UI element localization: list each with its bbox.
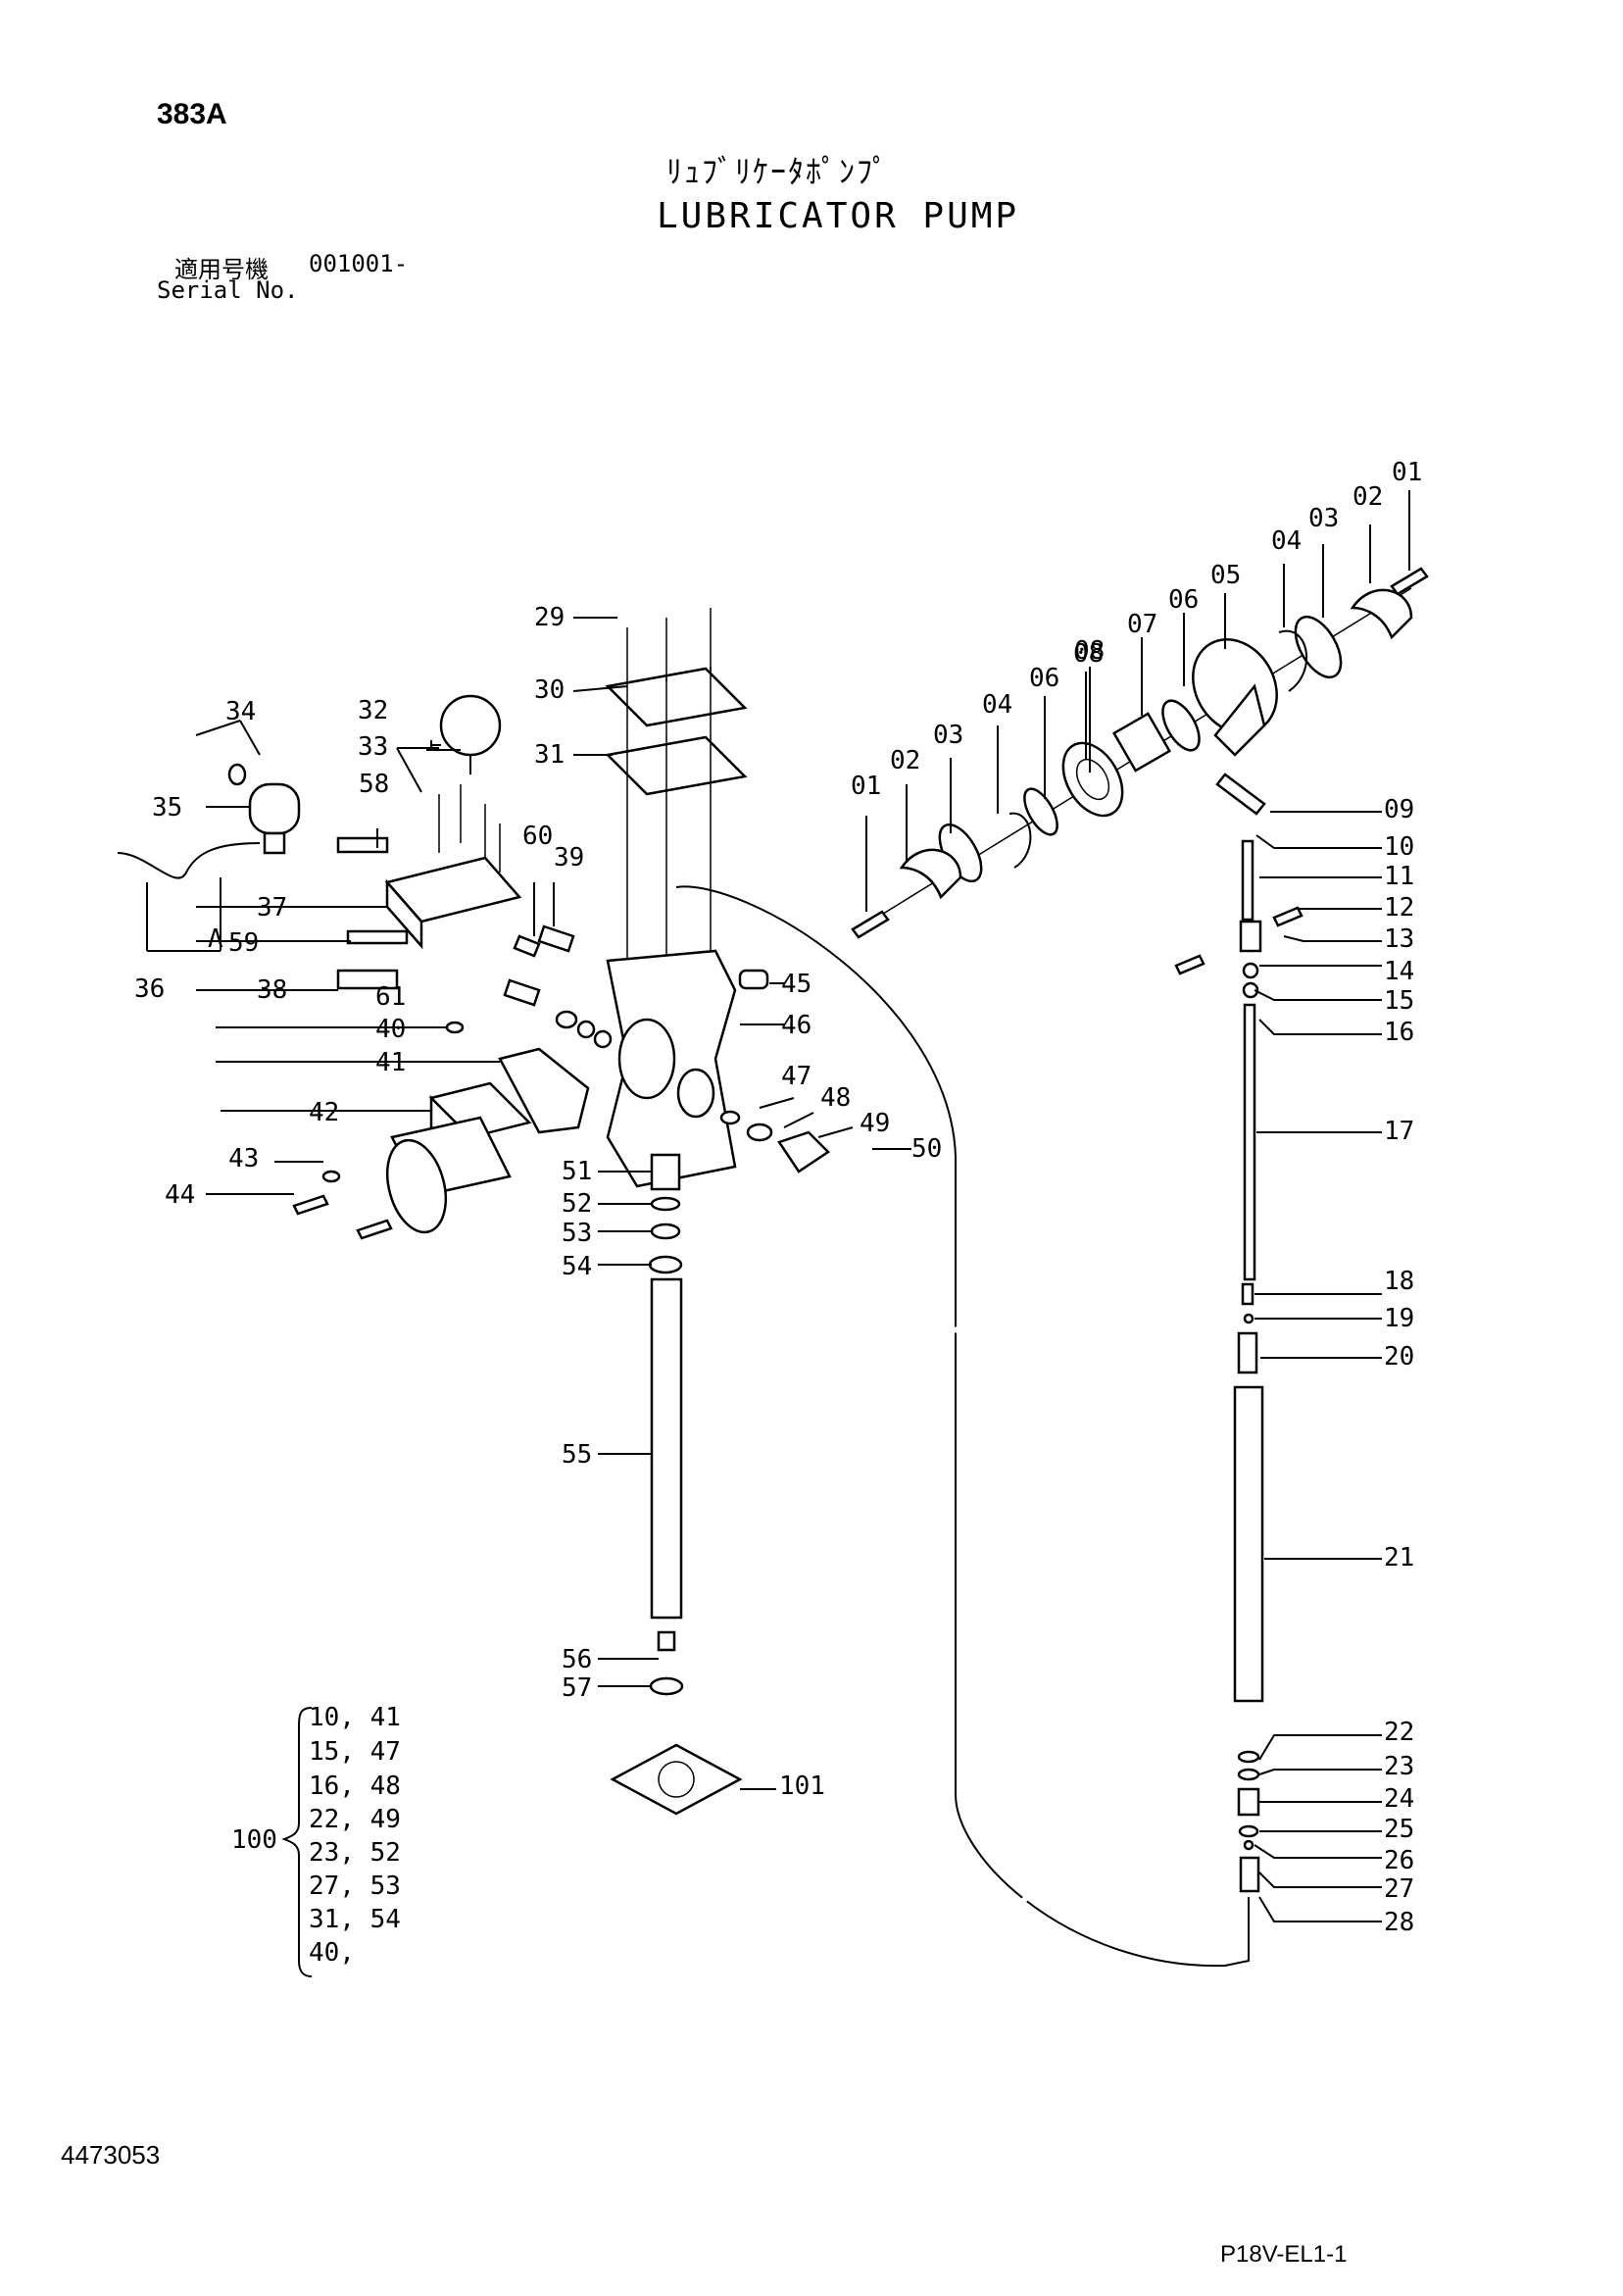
drawing-number: 4473053 — [61, 2140, 161, 2170]
callout-number: 04 — [982, 690, 1012, 720]
kit-line: 10, 41 — [309, 1703, 401, 1732]
pump-housing — [605, 608, 830, 1816]
callout-number: 31 — [534, 740, 565, 770]
callout-number: 54 — [562, 1252, 592, 1281]
callout-number: 03 — [933, 721, 963, 750]
callout-number: 09 — [1384, 795, 1414, 824]
callout-number: 43 — [228, 1144, 259, 1173]
leader-lines — [146, 490, 1410, 1922]
callout-number: 51 — [562, 1157, 592, 1186]
callout-number: 57 — [562, 1673, 592, 1703]
callout-number: 02 — [1352, 482, 1383, 512]
callout-number: 01 — [851, 772, 881, 801]
view-marker: A — [208, 924, 223, 954]
callout-number: 12 — [1384, 893, 1414, 923]
callout-number: 59 — [228, 928, 259, 958]
callout-number: 28 — [1384, 1908, 1414, 1937]
kit-line: 16, 48 — [309, 1772, 401, 1801]
callout-number: 35 — [152, 793, 182, 823]
page-code: 383A — [157, 98, 227, 130]
callout-number: 06 — [1029, 664, 1059, 693]
callout-number: 16 — [1384, 1018, 1414, 1047]
callout-number: 07 — [1127, 610, 1157, 639]
callout-number: 27 — [1384, 1874, 1414, 1904]
callout-number: 17 — [1384, 1117, 1414, 1146]
callout-number: 46 — [781, 1011, 812, 1040]
kit-label: 100 — [231, 1825, 277, 1855]
callout-number: 38 — [257, 975, 287, 1005]
callout-number: 02 — [890, 746, 920, 775]
callout-number: 47 — [781, 1062, 812, 1091]
callout-number: 30 — [534, 675, 565, 705]
kit-line: 23, 52 — [309, 1838, 401, 1868]
callout-number: 08 — [1074, 636, 1105, 666]
title-english: LUBRICATOR PUMP — [657, 196, 1020, 236]
callout-number: 15 — [1384, 986, 1414, 1016]
callout-number: 41 — [375, 1048, 406, 1077]
callout-number: 33 — [358, 732, 388, 762]
callout-number: 52 — [562, 1189, 592, 1219]
kit-line: 15, 47 — [309, 1737, 401, 1767]
kit-line: 31, 54 — [309, 1905, 401, 1934]
callout-number: 44 — [165, 1180, 195, 1210]
callout-number: 08 — [1073, 639, 1104, 669]
callout-number: 11 — [1384, 862, 1414, 891]
callout-number: 39 — [554, 843, 584, 873]
callout-number: 49 — [860, 1109, 890, 1138]
callout-number: 101 — [779, 1772, 825, 1801]
piston-column — [1174, 839, 1303, 1893]
callout-number: 18 — [1384, 1267, 1414, 1296]
valve-and-motor — [117, 694, 613, 1240]
kit-line: 27, 53 — [309, 1872, 401, 1901]
callout-number: 40 — [375, 1015, 406, 1044]
callout-number: 50 — [911, 1134, 942, 1164]
callout-number: 04 — [1271, 526, 1302, 556]
serial-label-english: Serial No. — [157, 276, 299, 304]
callout-number: 37 — [257, 893, 287, 923]
callout-number: 34 — [225, 697, 256, 726]
callout-number: 22 — [1384, 1718, 1414, 1747]
callout-number: 01 — [1392, 458, 1422, 487]
callout-number: 53 — [562, 1219, 592, 1248]
callout-number: 48 — [820, 1083, 851, 1113]
callout-number: 58 — [359, 770, 389, 799]
callout-number: 36 — [134, 974, 165, 1004]
callout-number: 25 — [1384, 1815, 1414, 1844]
title-japanese: ﾘｭﾌﾞﾘｹｰﾀﾎﾟﾝﾌﾟ — [666, 153, 891, 190]
callout-number: 03 — [1308, 504, 1339, 533]
callout-number: 14 — [1384, 957, 1414, 986]
callout-number: 19 — [1384, 1304, 1414, 1333]
callout-number: 29 — [534, 603, 565, 632]
callout-number: 26 — [1384, 1846, 1414, 1875]
callout-number: 10 — [1384, 832, 1414, 862]
kit-brace — [281, 1707, 313, 1977]
callout-number: 45 — [781, 970, 812, 999]
callout-number: 55 — [562, 1440, 592, 1470]
callout-number: 20 — [1384, 1342, 1414, 1372]
serial-label-japanese: 適用号機 — [174, 256, 269, 283]
callout-number: 61 — [375, 982, 406, 1012]
shaft-assembly — [851, 567, 1429, 939]
callout-number: 56 — [562, 1645, 592, 1674]
callout-number: 24 — [1384, 1784, 1414, 1814]
kit-line: 40, — [309, 1938, 355, 1968]
callout-number: 32 — [358, 696, 388, 725]
page-reference: P18V-EL1-1 — [1220, 2241, 1348, 2268]
callout-number: 05 — [1210, 561, 1241, 590]
serial-value: 001001- — [309, 250, 409, 277]
callout-number: 42 — [309, 1098, 339, 1127]
callout-number: 21 — [1384, 1543, 1414, 1572]
kit-line: 22, 49 — [309, 1805, 401, 1834]
callout-number: 13 — [1384, 924, 1414, 954]
callout-number: 23 — [1384, 1752, 1414, 1781]
callout-number: 60 — [522, 822, 553, 851]
callout-number: 06 — [1168, 585, 1199, 615]
